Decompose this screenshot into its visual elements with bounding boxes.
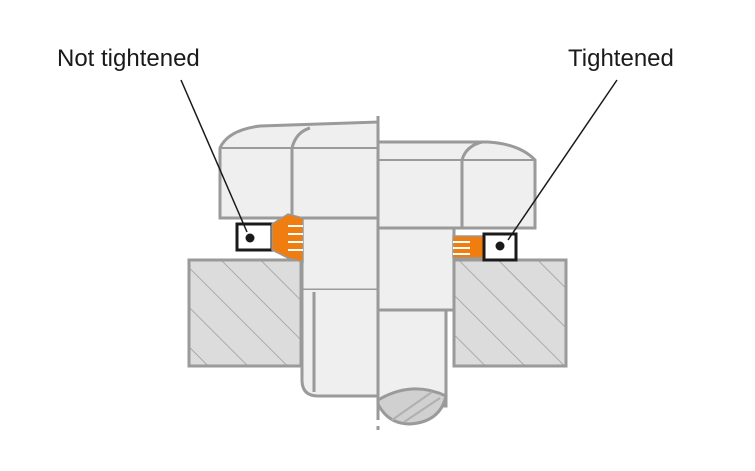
bolt-shank-right — [376, 226, 456, 426]
bolt-head-left — [218, 120, 380, 220]
left-plate — [187, 258, 303, 368]
label-not-tightened: Not tightened — [57, 45, 200, 72]
washer-not-tightened — [235, 213, 304, 263]
leader-line-left — [180, 79, 248, 233]
washer-tightened — [452, 232, 518, 262]
label-tightened: Tightened — [568, 45, 674, 72]
bolt-head-right — [376, 140, 537, 230]
leader-line-right — [507, 79, 618, 241]
bolt-shank-left — [300, 216, 380, 398]
right-plate — [452, 258, 568, 368]
